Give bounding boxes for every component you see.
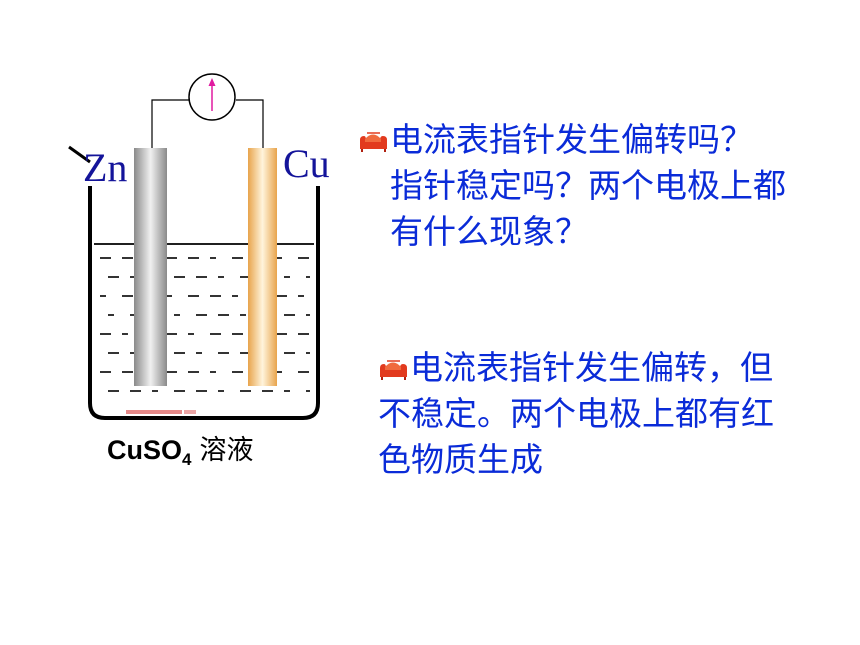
zinc-label: Zn bbox=[83, 145, 127, 190]
answer-line-2: 不稳定。两个电极上都有红 bbox=[378, 394, 774, 433]
question-block: 电流表指针发生偏转吗？ 指针稳定吗？两个电极上都 有什么现象？ bbox=[358, 117, 786, 255]
copper-electrode bbox=[248, 148, 277, 386]
solution-formula: CuSO bbox=[107, 435, 183, 465]
solution-subscript: 4 bbox=[182, 450, 192, 469]
copper-label: Cu bbox=[283, 141, 330, 186]
answer-line-3: 色物质生成 bbox=[378, 440, 543, 479]
galvanometer-icon bbox=[188, 73, 236, 121]
armchair-bullet-icon bbox=[360, 132, 387, 152]
red-deposit-marks bbox=[126, 410, 196, 414]
solution-word: 溶液 bbox=[199, 435, 254, 466]
answer-block: 电流表指针发生偏转，但 不稳定。两个电极上都有红 色物质生成 bbox=[378, 345, 774, 483]
question-line-2: 指针稳定吗？两个电极上都 bbox=[390, 166, 786, 205]
connecting-wire bbox=[151, 99, 189, 148]
armchair-bullet-icon bbox=[380, 360, 407, 380]
solution-liquid bbox=[100, 257, 310, 392]
connecting-wire bbox=[236, 99, 264, 148]
answer-line-1: 电流表指针发生偏转，但 bbox=[378, 345, 774, 391]
zinc-electrode bbox=[134, 148, 167, 386]
question-line-3: 有什么现象？ bbox=[390, 212, 588, 251]
question-line-1: 电流表指针发生偏转吗？ bbox=[358, 117, 786, 163]
solution-label: CuSO4 溶液 bbox=[107, 428, 253, 470]
beaker bbox=[68, 145, 320, 420]
